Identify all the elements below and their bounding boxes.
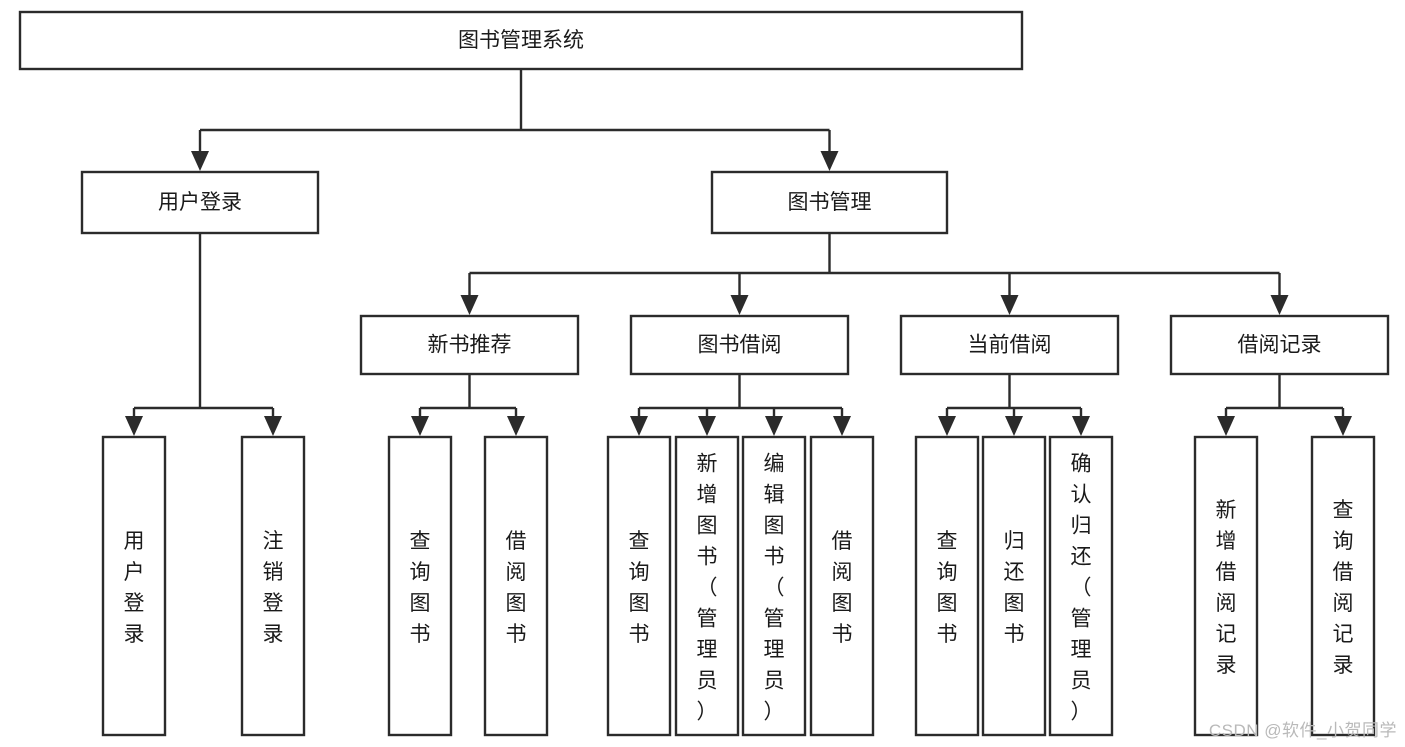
node-leaf-borrow-book[interactable]: 借阅图书 bbox=[809, 435, 875, 737]
node-box-new-book-recommend bbox=[359, 314, 580, 376]
node-current-borrow[interactable]: 当前借阅 bbox=[899, 314, 1120, 376]
node-label-leaf-edit-book: 编辑图书（管理员） bbox=[764, 453, 785, 724]
arrow-head-icon bbox=[125, 416, 143, 436]
node-borrow-record[interactable]: 借阅记录 bbox=[1169, 314, 1390, 376]
node-leaf-user-login[interactable]: 用户登录 bbox=[101, 435, 167, 737]
node-label-leaf-add-borrow-record: 新增借阅记录 bbox=[1216, 499, 1237, 677]
node-leaf-query-book-recommend[interactable]: 查询图书 bbox=[387, 435, 453, 737]
node-leaf-borrow-book-recommend[interactable]: 借阅图书 bbox=[483, 435, 549, 737]
node-label-leaf-add-book: 新增图书（管理员） bbox=[697, 453, 718, 724]
arrow-head-icon bbox=[698, 416, 716, 436]
node-leaf-add-book[interactable]: 新增图书（管理员） bbox=[674, 435, 740, 737]
node-label-user-login: 用户登录 bbox=[158, 191, 242, 214]
node-label-leaf-return-book: 归还图书 bbox=[1004, 530, 1025, 646]
node-box-book-manage bbox=[710, 170, 949, 235]
node-label-leaf-query-borrow-record: 查询借阅记录 bbox=[1333, 499, 1354, 677]
arrow-head-icon bbox=[1000, 295, 1019, 315]
node-box-leaf-add-borrow-record bbox=[1193, 435, 1259, 737]
connector-layer bbox=[125, 69, 1352, 436]
edge-group-user-login bbox=[125, 233, 282, 436]
edge-group-root bbox=[191, 69, 839, 171]
arrow-head-icon bbox=[1270, 295, 1289, 315]
node-leaf-edit-book[interactable]: 编辑图书（管理员） bbox=[741, 435, 807, 737]
node-leaf-query-book-current[interactable]: 查询图书 bbox=[914, 435, 980, 737]
arrow-head-icon bbox=[191, 151, 209, 171]
node-box-user-login bbox=[80, 170, 320, 235]
node-box-leaf-user-logout bbox=[240, 435, 306, 737]
edge-group-book-borrow bbox=[630, 374, 851, 436]
node-box-leaf-query-book-borrow bbox=[606, 435, 672, 737]
node-label-leaf-borrow-book: 借阅图书 bbox=[832, 530, 853, 646]
node-label-leaf-query-book-current: 查询图书 bbox=[937, 530, 958, 646]
edge-group-borrow-record bbox=[1217, 374, 1352, 436]
node-root[interactable]: 图书管理系统 bbox=[18, 10, 1024, 71]
node-label-book-manage: 图书管理 bbox=[788, 191, 872, 214]
node-label-leaf-user-login: 用户登录 bbox=[124, 530, 145, 646]
node-label-leaf-query-book-borrow: 查询图书 bbox=[629, 530, 650, 646]
node-label-new-book-recommend: 新书推荐 bbox=[428, 334, 512, 357]
node-label-leaf-borrow-book-recommend: 借阅图书 bbox=[506, 530, 527, 646]
node-leaf-user-logout[interactable]: 注销登录 bbox=[240, 435, 306, 737]
node-label-leaf-confirm-return: 确认归还（管理员） bbox=[1071, 453, 1092, 724]
node-box-leaf-confirm-return bbox=[1048, 435, 1114, 737]
node-box-leaf-edit-book bbox=[741, 435, 807, 737]
edge-group-book-manage bbox=[460, 233, 1289, 315]
node-box-book-borrow bbox=[629, 314, 850, 376]
node-book-manage[interactable]: 图书管理 bbox=[710, 170, 949, 235]
arrow-head-icon bbox=[411, 416, 429, 436]
node-leaf-confirm-return[interactable]: 确认归还（管理员） bbox=[1048, 435, 1114, 737]
arrow-head-icon bbox=[1334, 416, 1352, 436]
arrow-head-icon bbox=[460, 295, 479, 315]
node-box-leaf-query-book-recommend bbox=[387, 435, 453, 737]
node-box-leaf-user-login bbox=[101, 435, 167, 737]
node-box-leaf-query-borrow-record bbox=[1310, 435, 1376, 737]
arrow-head-icon bbox=[938, 416, 956, 436]
edge-group-new-book-recommend bbox=[411, 374, 525, 436]
arrow-head-icon bbox=[1005, 416, 1023, 436]
arrow-head-icon bbox=[630, 416, 648, 436]
node-leaf-query-book-borrow[interactable]: 查询图书 bbox=[606, 435, 672, 737]
node-box-leaf-add-book bbox=[674, 435, 740, 737]
node-box-leaf-return-book bbox=[981, 435, 1047, 737]
arrow-head-icon bbox=[1217, 416, 1235, 436]
node-box-borrow-record bbox=[1169, 314, 1390, 376]
arrow-head-icon bbox=[730, 295, 749, 315]
node-user-login[interactable]: 用户登录 bbox=[80, 170, 320, 235]
node-box-current-borrow bbox=[899, 314, 1120, 376]
arrow-head-icon bbox=[765, 416, 783, 436]
edge-group-current-borrow bbox=[938, 374, 1090, 436]
node-box-leaf-borrow-book bbox=[809, 435, 875, 737]
node-label-book-borrow: 图书借阅 bbox=[698, 334, 782, 357]
watermark-text: CSDN @软件_小贺同学 bbox=[1208, 721, 1397, 740]
node-box-leaf-query-book-current bbox=[914, 435, 980, 737]
arrow-head-icon bbox=[264, 416, 282, 436]
arrow-head-icon bbox=[1072, 416, 1090, 436]
node-box-root bbox=[18, 10, 1024, 71]
node-leaf-query-borrow-record[interactable]: 查询借阅记录 bbox=[1310, 435, 1376, 737]
node-layer: 图书管理系统用户登录图书管理新书推荐图书借阅当前借阅借阅记录用户登录注销登录查询… bbox=[18, 10, 1390, 737]
node-label-leaf-query-book-recommend: 查询图书 bbox=[410, 530, 431, 646]
node-box-leaf-borrow-book-recommend bbox=[483, 435, 549, 737]
node-label-current-borrow: 当前借阅 bbox=[968, 334, 1052, 357]
node-label-root: 图书管理系统 bbox=[458, 29, 584, 52]
node-label-borrow-record: 借阅记录 bbox=[1238, 334, 1322, 357]
node-leaf-add-borrow-record[interactable]: 新增借阅记录 bbox=[1193, 435, 1259, 737]
node-label-leaf-user-logout: 注销登录 bbox=[263, 530, 284, 646]
arrow-head-icon bbox=[833, 416, 851, 436]
node-book-borrow[interactable]: 图书借阅 bbox=[629, 314, 850, 376]
arrow-head-icon bbox=[820, 151, 839, 171]
node-new-book-recommend[interactable]: 新书推荐 bbox=[359, 314, 580, 376]
arrow-head-icon bbox=[507, 416, 525, 436]
node-leaf-return-book[interactable]: 归还图书 bbox=[981, 435, 1047, 737]
